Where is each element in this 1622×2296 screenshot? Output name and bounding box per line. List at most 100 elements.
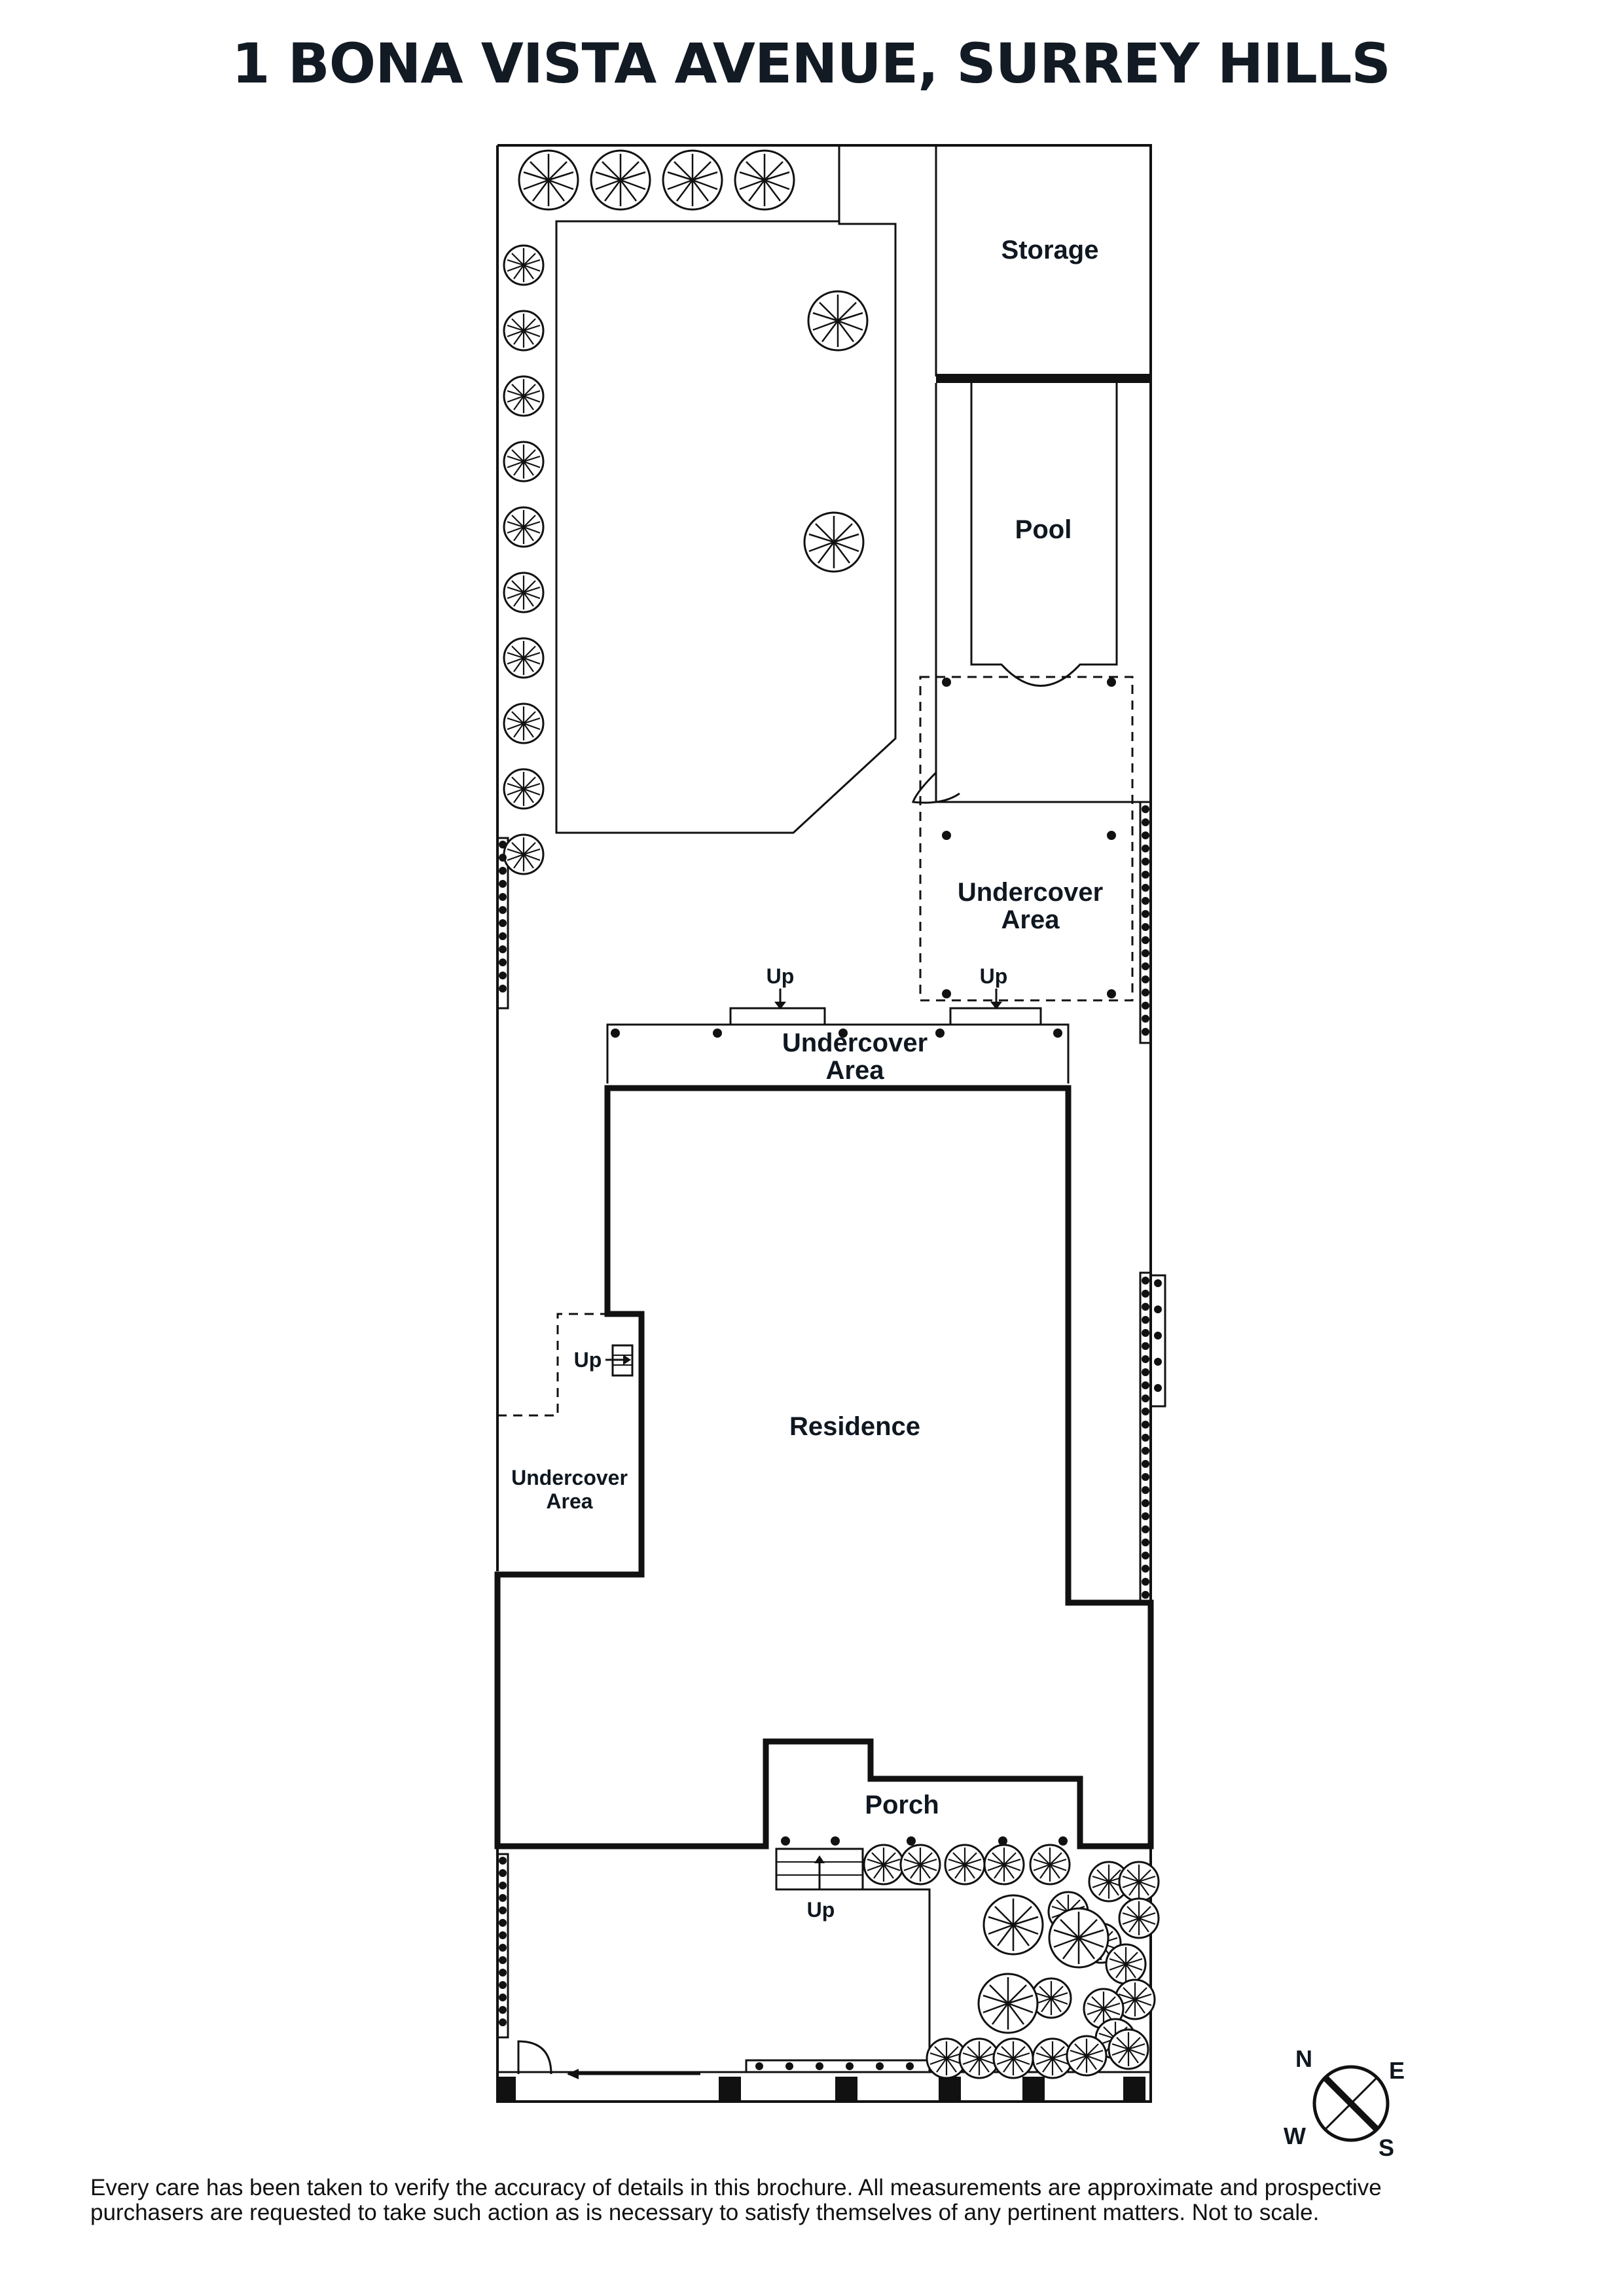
undercover-side-label-1: Undercover [511,1466,628,1489]
shrub-icon [1105,1943,1147,1985]
hedge-icon [499,893,507,901]
hedge-icon [1142,923,1149,931]
shrub-icon [1108,2028,1149,2070]
hedge-icon [1142,1015,1149,1023]
shrub-icon [1029,1844,1071,1886]
tree-icon [503,833,545,875]
shrub-icon [1118,1861,1160,1903]
undercover-area-rear: Undercover Area [911,676,1134,1002]
hedge-icon [906,2062,914,2070]
compass: N E S W [1284,2045,1405,2161]
hedge-icon [1142,975,1149,983]
hedge-icon [499,1981,507,1989]
compass-s: S [1379,2134,1394,2161]
hedge-icon [1142,1421,1149,1429]
tree-icon [734,149,795,211]
hedge-icon [1154,1332,1162,1339]
up-label-front: Up [807,1898,835,1922]
tree-icon [590,149,651,211]
tree-icon [503,375,545,417]
hedge-icon [816,2062,823,2070]
hedge-icon [1142,1290,1149,1298]
hedge-icon [499,867,507,875]
tree-icon [1048,1907,1109,1969]
hedge-icon [1142,1329,1149,1337]
hedge-icon [755,2062,763,2070]
storage-label: Storage [1001,236,1099,264]
shrub-icon [899,1844,941,1886]
hedge-icon [499,906,507,914]
hedge-icon [499,1894,507,1902]
front-steps: Up [775,1848,864,1922]
hedge-icon [1142,805,1149,813]
tree-icon [503,244,545,286]
hedge-icon [499,880,507,888]
tree-icon [503,637,545,679]
undercover-mid-label-2: Area [826,1056,885,1085]
hedge-icon [1142,1028,1149,1036]
tree-icon [503,768,545,810]
hedge-icon [499,1919,507,1927]
hedge-icon [499,1869,507,1877]
site-boundary [496,144,1152,2103]
disclaimer-line-1: Every care has been taken to verify the … [90,2175,1382,2200]
hedge-icon [499,958,507,966]
hedge-icon [876,2062,884,2070]
page-title: 1 BONA VISTA AVENUE, SURREY HILLS [232,31,1391,96]
hedge-icon [1142,897,1149,905]
hedge-icon [1142,1394,1149,1402]
hedge-icon [1142,1552,1149,1559]
tree-icon [662,149,723,211]
hedge-icon [1142,1578,1149,1586]
hedge-icon [1142,989,1149,996]
shrub-icon [863,1844,905,1886]
pool: Pool [935,383,1151,803]
compass-e: E [1389,2057,1405,2084]
hedge-icon [499,972,507,979]
up-label-side: Up [574,1348,602,1372]
hedge-icon [499,841,507,848]
hedge-icon [1142,845,1149,852]
storage: Storage [935,145,1151,383]
undercover-rear-label-1: Undercover [958,878,1103,907]
compass-n: N [1295,2045,1312,2072]
hedge-icon [1142,1539,1149,1546]
hedge-icon [499,1882,507,1889]
hedge-icon [1142,1316,1149,1324]
right-hedge-upper [1139,801,1152,1044]
residence-label: Residence [789,1412,920,1441]
shrub-icon [992,2037,1034,2079]
hedge-icon [1142,1381,1149,1389]
hedge-icon [1142,1434,1149,1442]
hedge-icon [1154,1279,1162,1287]
undercover-area-mid: Up Up Undercover Area [606,964,1070,1085]
hedge-icon [499,1944,507,1952]
hedge-icon [499,1969,507,1977]
hedge-icon [499,1906,507,1914]
hedge-icon [1142,1486,1149,1494]
hedge-icon [1154,1358,1162,1366]
residence: Residence [494,1085,1154,1850]
hedge-icon [1154,1384,1162,1392]
hedge-icon [1142,1565,1149,1573]
hedge-icon [1142,949,1149,957]
hedge-icon [499,2018,507,2026]
up-label-rear-right: Up [980,964,1008,988]
undercover-area-side: Up Undercover Area [497,1313,634,1513]
porch-label: Porch [865,1791,939,1819]
hedge-icon [1142,1303,1149,1311]
hedge-icon [1142,1499,1149,1507]
porch: Porch [781,1791,1068,1846]
hedge-icon [1142,1460,1149,1468]
hedge-icon [1142,1355,1149,1363]
rear-lawn [555,145,897,834]
hedge-icon [1142,1473,1149,1481]
right-hedge-lower [1139,1271,1166,1604]
hedge-icon [1142,1002,1149,1010]
tree-icon [982,1894,1044,1956]
hedge-icon [1142,884,1149,892]
undercover-side-label-2: Area [546,1489,592,1513]
left-hedge-upper [496,837,509,1010]
hedge-icon [1142,1512,1149,1520]
tree-icon [503,572,545,613]
